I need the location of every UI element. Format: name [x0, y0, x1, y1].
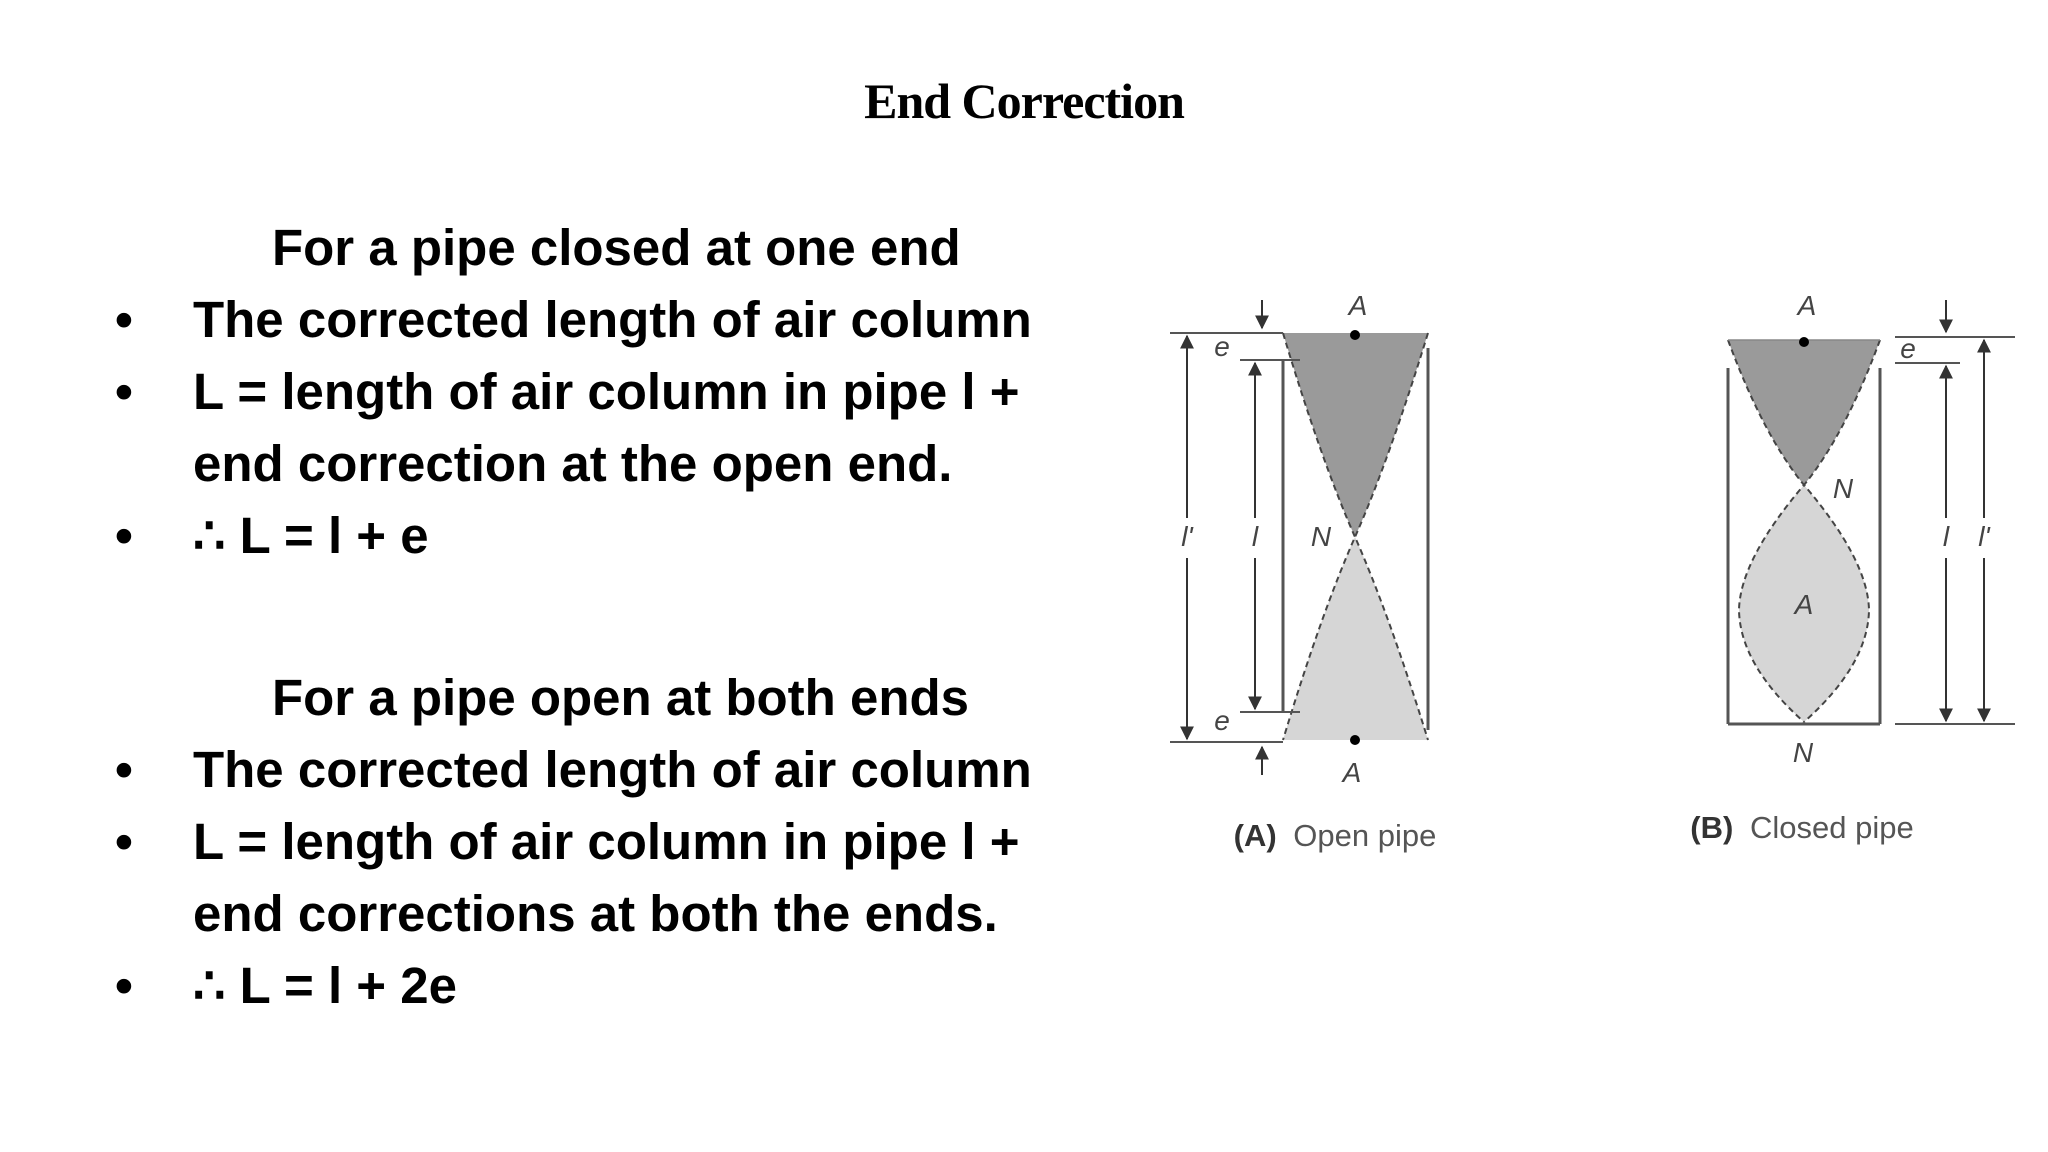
list-item: • The corrected length of air column [105, 284, 1105, 356]
svg-text:(B) Closed pipe: (B) Closed pipe [1690, 810, 1913, 845]
svg-text:e: e [1214, 705, 1230, 736]
svg-text:A: A [1347, 290, 1368, 321]
svg-text:N: N [1793, 737, 1814, 768]
bullet-icon: • [115, 741, 133, 798]
list-item: • The corrected length of air column [105, 734, 1105, 806]
svg-text:l': l' [1978, 521, 1991, 552]
svg-text:N: N [1311, 521, 1332, 552]
svg-text:A: A [1796, 290, 1817, 321]
bullet-icon: • [115, 813, 133, 870]
closed-pipe-lower-lobe [1739, 485, 1869, 722]
list-item: • L = length of air column in pipe l + e… [105, 356, 1105, 500]
closed-pipe-bullets: • The corrected length of air column • L… [105, 284, 1105, 572]
closed-pipe-heading: For a pipe closed at one end [272, 219, 961, 276]
pipe-diagram: A A N e e l l' (A) Open pipe A N A N e [1165, 290, 2015, 853]
svg-text:(A) Open pipe: (A) Open pipe [1234, 818, 1437, 853]
bullet-icon: • [115, 957, 133, 1014]
svg-text:l: l [1943, 521, 1950, 552]
svg-text:A: A [1341, 757, 1362, 788]
bullet-icon: • [115, 507, 133, 564]
bullet-icon: • [115, 291, 133, 348]
closed-pipe-upper-lobe [1728, 340, 1880, 485]
svg-text:e: e [1214, 331, 1230, 362]
list-item: • L = length of air column in pipe l + e… [105, 806, 1105, 950]
slide-title: End Correction [864, 73, 1185, 129]
closed-pipe-section: For a pipe closed at one end • The corre… [105, 212, 1105, 572]
svg-text:A: A [1793, 589, 1814, 620]
list-item: • ∴ L = l + 2e [105, 950, 1105, 1022]
open-pipe-top-point [1350, 330, 1360, 340]
open-pipe-figure: A A N e e l l' (A) Open pipe [1165, 290, 1436, 853]
open-pipe-upper-lobe [1283, 333, 1428, 537]
open-pipe-bottom-point [1350, 735, 1360, 745]
svg-text:N: N [1833, 473, 1854, 504]
open-pipe-section: For a pipe open at both ends • The corre… [105, 662, 1105, 1022]
closed-pipe-figure: A N A N e l l' (B) Closed pipe [1690, 290, 2015, 845]
list-item: • ∴ L = l + e [105, 500, 1105, 572]
svg-text:l: l [1252, 521, 1259, 552]
open-pipe-lower-lobe [1283, 537, 1428, 740]
open-pipe-bullets: • The corrected length of air column • L… [105, 734, 1105, 1022]
svg-text:l': l' [1181, 521, 1194, 552]
open-pipe-heading: For a pipe open at both ends [272, 669, 970, 726]
closed-pipe-top-point [1799, 337, 1809, 347]
bullet-icon: • [115, 363, 133, 420]
svg-text:e: e [1900, 333, 1916, 364]
